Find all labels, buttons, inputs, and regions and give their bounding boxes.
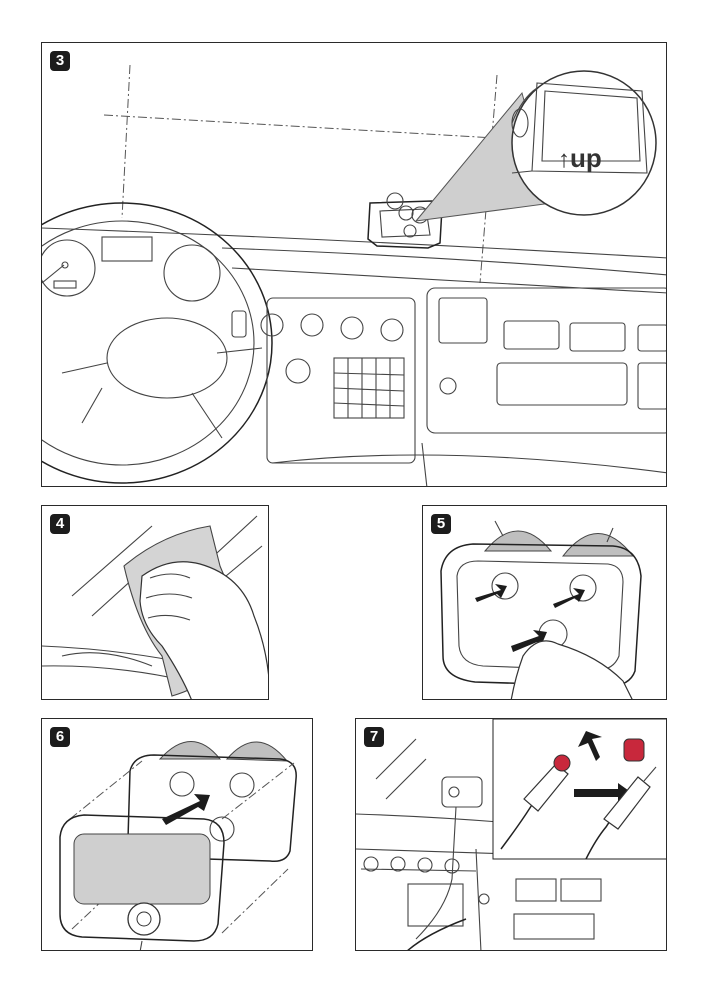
hand-icon — [140, 562, 269, 700]
step-5-badge: 5 — [431, 514, 451, 534]
arrow-up-icon: ↑ — [558, 146, 570, 173]
step-4-panel: 4 — [41, 505, 269, 700]
cleaning-illustration — [42, 506, 269, 700]
up-callout-label: ↑up — [558, 143, 602, 174]
dashboard-illustration — [42, 43, 667, 487]
up-text: up — [570, 143, 602, 173]
step-6-panel: 6 — [41, 718, 313, 951]
device-attach-illustration — [42, 719, 313, 951]
hand-icon — [511, 641, 633, 700]
mount-bracket — [368, 193, 442, 248]
step-6-badge: 6 — [50, 727, 70, 747]
step-3-panel: 3 — [41, 42, 667, 487]
red-cap-icon — [624, 739, 644, 761]
lighter-plug-illustration — [356, 719, 667, 951]
handsfree-device — [60, 815, 224, 951]
steering-wheel — [42, 203, 272, 483]
step-5-panel: 5 — [422, 505, 667, 700]
step-4-badge: 4 — [50, 514, 70, 534]
mount-press-illustration — [423, 506, 667, 700]
step-7-badge: 7 — [364, 727, 384, 747]
step-3-badge: 3 — [50, 51, 70, 71]
step-7-panel: 7 — [355, 718, 667, 951]
